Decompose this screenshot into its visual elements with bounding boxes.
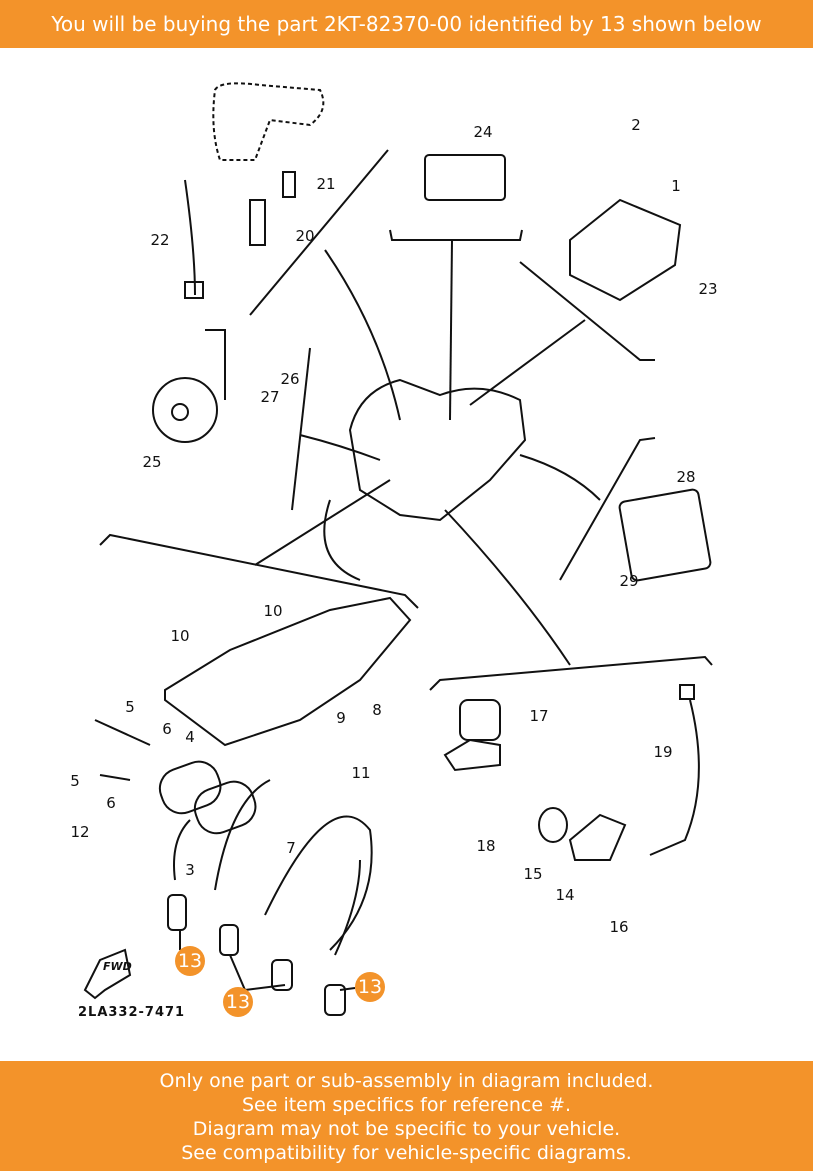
header-banner: You will be buying the part 2KT-82370-00… — [0, 0, 813, 48]
part-label: 10 — [170, 627, 190, 645]
part-label: 7 — [286, 839, 296, 857]
highlight-callout-13[interactable]: 13 — [223, 987, 253, 1017]
header-text: You will be buying the part 2KT-82370-00… — [51, 12, 762, 36]
part-label: 16 — [609, 918, 629, 936]
part-label: 21 — [316, 175, 336, 193]
drawing-code: 2LA332-7471 — [78, 1005, 186, 1020]
highlight-callout-13[interactable]: 13 — [355, 972, 385, 1002]
part-label: 28 — [676, 468, 696, 486]
part-label: 11 — [351, 764, 371, 782]
part-label: 9 — [336, 709, 346, 727]
footer-line: See item specifics for reference #. — [241, 1094, 572, 1116]
part-label: 29 — [619, 572, 639, 590]
part-label: 19 — [653, 743, 673, 761]
part-label: 2 — [631, 116, 641, 134]
part-label: 26 — [280, 370, 300, 388]
part-label: 12 — [70, 823, 90, 841]
part-label: 17 — [529, 707, 549, 725]
part-label: 5 — [70, 772, 80, 790]
part-label: 15 — [523, 865, 543, 883]
part-label: 24 — [473, 123, 493, 141]
fwd-arrow-label: FWD — [103, 960, 132, 973]
footer-banner: Only one part or sub-assembly in diagram… — [0, 1061, 813, 1171]
part-label: 27 — [260, 388, 280, 406]
part-label: 25 — [142, 453, 162, 471]
part-label: 4 — [185, 728, 195, 746]
highlight-callout-13[interactable]: 13 — [175, 946, 205, 976]
part-label: 10 — [263, 602, 283, 620]
part-label: 20 — [295, 227, 315, 245]
part-label: 6 — [162, 720, 172, 738]
part-label: 14 — [555, 886, 575, 904]
footer-line: Diagram may not be specific to your vehi… — [192, 1118, 621, 1140]
part-label: 3 — [185, 861, 195, 879]
footer-line: Only one part or sub-assembly in diagram… — [159, 1070, 654, 1092]
parts-diagram: 1 2 20 21 22 23 24 25 26 27 28 29 10 10 … — [0, 48, 813, 1061]
part-label: 1 — [671, 177, 681, 195]
part-label: 8 — [372, 701, 382, 719]
footer-line: See compatibility for vehicle-specific d… — [181, 1142, 632, 1164]
part-label: 22 — [150, 231, 170, 249]
part-label: 23 — [698, 280, 718, 298]
part-label: 6 — [106, 794, 116, 812]
part-label: 18 — [476, 837, 496, 855]
part-label: 5 — [125, 698, 135, 716]
diagram-drawing — [83, 82, 713, 1016]
